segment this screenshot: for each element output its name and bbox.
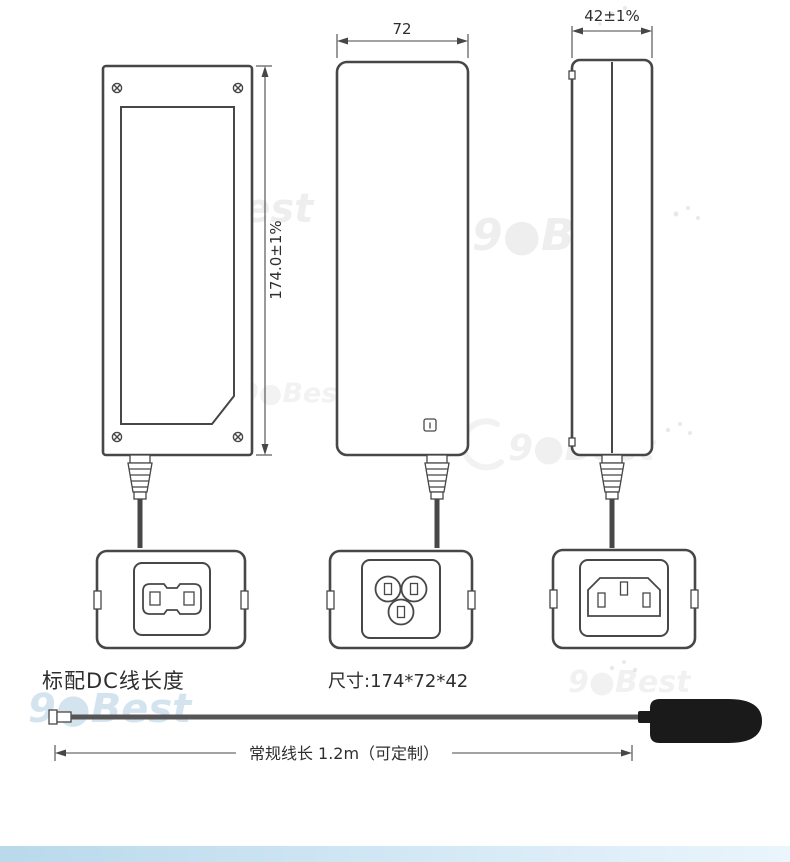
footer-accent-bar	[0, 846, 790, 862]
dc-cable-exit	[128, 455, 152, 548]
c14-pin-slot	[642, 592, 651, 608]
c14-socket-outline	[587, 577, 661, 617]
width-dimension-label: 72	[392, 20, 411, 38]
cable-length-label: 常规线长 1.2m（可定制）	[249, 744, 439, 763]
dc-cable-diagram	[48, 699, 762, 743]
c8-socket-outline	[142, 583, 202, 615]
inlet-c6-view	[326, 549, 476, 650]
label-recess	[120, 106, 235, 425]
c8-pin-slot	[183, 591, 195, 606]
c6-pin-slot	[396, 605, 406, 619]
c6-pin-slot	[409, 582, 419, 596]
watermark-text: 9●Best	[240, 378, 351, 409]
size-label: 尺寸:174*72*42	[328, 671, 468, 692]
c6-socket-lobe	[374, 575, 402, 603]
inlet-c8-view	[93, 549, 249, 650]
c8-pin-slot	[149, 591, 161, 606]
screw-hole	[423, 418, 437, 432]
width-dimension: 72	[336, 20, 469, 58]
dc-cable-exit	[425, 455, 449, 548]
dc-cable-exit	[600, 455, 624, 548]
depth-dimension: 42±1%	[571, 7, 653, 58]
depth-dimension-label: 42±1%	[584, 7, 639, 25]
cable-length-dimension: 常规线长 1.2m（可定制）	[54, 744, 633, 763]
dc-cable-title: 标配DC线长度	[42, 669, 185, 693]
clip-mark	[568, 70, 576, 80]
c14-pin-slot	[597, 592, 606, 608]
wall-plug	[650, 699, 762, 743]
c14-ground-pin-slot	[619, 581, 629, 596]
dc-connector-body	[56, 711, 72, 723]
adapter-side-view	[568, 58, 654, 548]
watermark-text: 9●Best	[568, 665, 692, 700]
adapter-back-view	[335, 60, 470, 548]
height-dimension-label: 174.0±1%	[267, 220, 285, 299]
dc-connector-tip	[48, 709, 58, 725]
c6-pin-slot	[383, 582, 393, 596]
height-dimension: 174.0±1%	[256, 65, 285, 456]
c6-socket-lobe	[387, 598, 415, 626]
inlet-c14-view	[549, 548, 699, 650]
clip-mark	[568, 437, 576, 447]
c6-socket-lobe	[400, 575, 428, 603]
adapter-front-view	[101, 64, 254, 548]
